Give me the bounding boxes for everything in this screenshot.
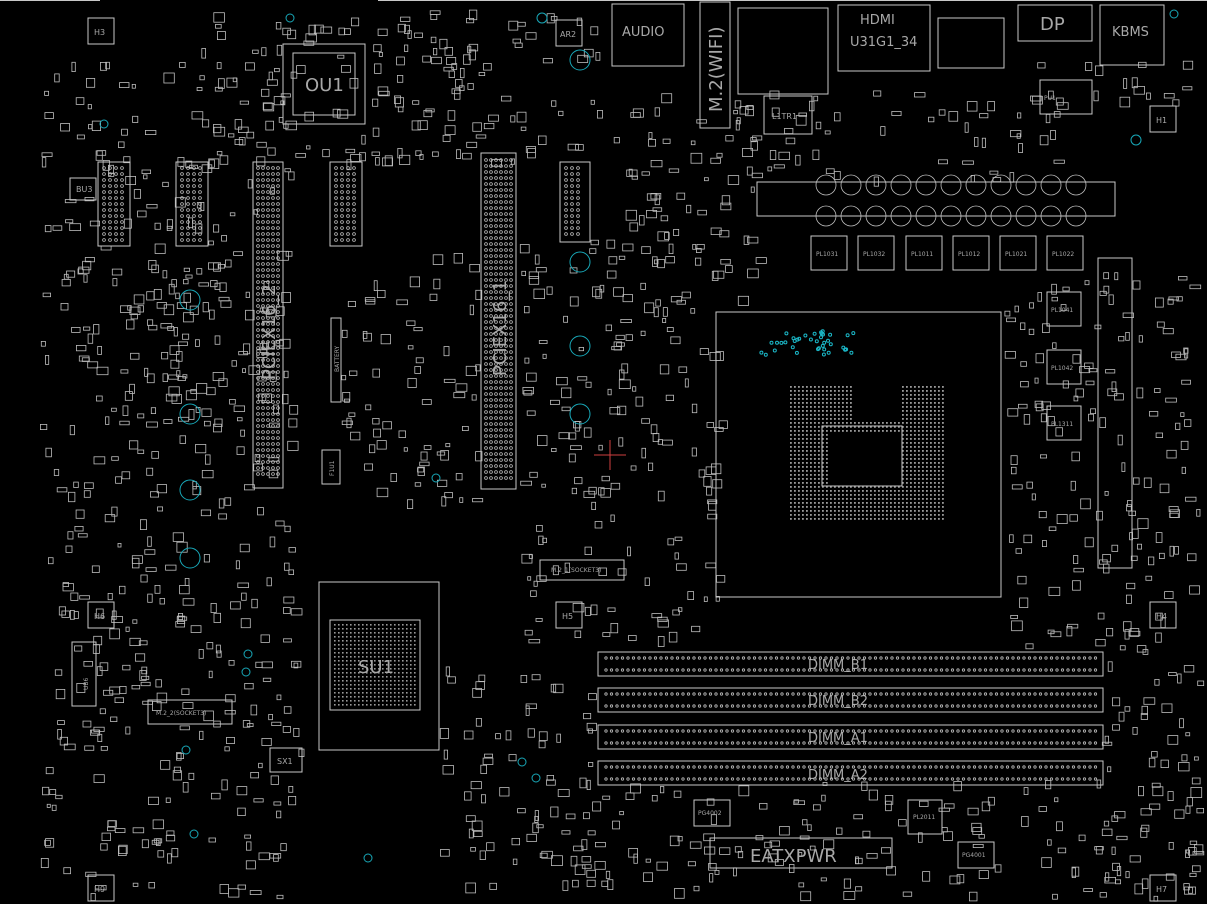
ub6-label: UB6 xyxy=(83,677,90,690)
kbms-label: KBMS xyxy=(1112,25,1149,40)
pl1011-label: PL1011 xyxy=(911,251,933,258)
ar2-label: AR2 xyxy=(560,30,576,39)
cpu-socket xyxy=(715,311,1002,598)
pciex16-1-slot: PCIEX16_1 xyxy=(480,152,517,490)
bu3-label: BU3 xyxy=(76,185,92,194)
pl1012-label: PL1012 xyxy=(958,251,980,258)
pl2011-label: PL2011 xyxy=(913,814,935,821)
crosshair-marker xyxy=(594,440,626,470)
m2-2-socket3-label: M.2_2(SOCKET3) xyxy=(156,710,206,717)
h6-label: H6 xyxy=(94,612,105,621)
dimm-slots: DIMM_B1 DIMM_B2 DIMM_A1 DIMM_A2 xyxy=(597,651,1104,786)
ou1-chip: OU1 xyxy=(282,43,366,125)
header-grids xyxy=(97,161,591,247)
battery-label: BATTERY xyxy=(334,345,341,372)
dp-label: DP xyxy=(1040,14,1065,35)
l1tr1-label: L1TR1 xyxy=(772,112,797,121)
h9-label: H9 xyxy=(94,885,105,894)
m2-1-socket3-label: M.2_1(SOCKET3) xyxy=(551,567,601,574)
pciex16-1-label: PCIEX16_1 xyxy=(490,280,511,376)
pl1041-label: PL1041 xyxy=(1051,307,1073,314)
u31g1-34-label: U31G1_34 xyxy=(850,35,917,50)
vrm-chokes: PL1031 PL1032 PL1011 PL1012 PL1021 PL102… xyxy=(756,174,1116,441)
h4-label: H4 xyxy=(1156,612,1167,621)
hole-labels: H3 H1 H4 H5 H6 H7 H9 AR2 xyxy=(87,17,1177,902)
pg4002-label: PG4002 xyxy=(698,810,722,817)
pl1032-label: PL1032 xyxy=(863,251,885,258)
pl1031-label: PL1031 xyxy=(816,251,838,258)
m2-wifi-label: M.2(WIFI) xyxy=(706,26,727,112)
pciex16-2-label: PCIEX16_2 xyxy=(259,284,280,380)
su1-label: SU1 xyxy=(358,657,394,678)
component-pads xyxy=(40,9,1205,902)
h5-label: H5 xyxy=(562,612,573,621)
pl1311-label: PL1311 xyxy=(1051,421,1073,428)
rear-io: AUDIO M.2(WIFI) HDMI U31G1_34 DP KBMS L1… xyxy=(611,1,1165,135)
pciex16-2-slot: PCIEX16_2 xyxy=(252,161,284,489)
pu1-label: PU1 xyxy=(1044,95,1056,102)
pl1022-label: PL1022 xyxy=(1052,251,1074,258)
h3-label: H3 xyxy=(94,28,105,37)
h1-label: H1 xyxy=(1156,116,1167,125)
ou1-label: OU1 xyxy=(305,75,344,96)
pl1021-label: PL1021 xyxy=(1005,251,1027,258)
hdmi-label: HDMI xyxy=(860,13,895,28)
pl1042-label: PL1042 xyxy=(1051,365,1073,372)
dimm-a2-label: DIMM_A2 xyxy=(808,768,868,783)
h7-label: H7 xyxy=(1156,885,1167,894)
pg4001-label: PG4001 xyxy=(962,852,986,859)
mounting-holes xyxy=(99,9,1179,863)
audio-label: AUDIO xyxy=(622,25,665,40)
sx1-label: SX1 xyxy=(277,757,293,766)
fu1-label: F1U1 xyxy=(329,460,336,476)
eatxpwr-label: EATXPWR xyxy=(750,846,837,867)
su1-chip: SU1 xyxy=(318,581,440,751)
